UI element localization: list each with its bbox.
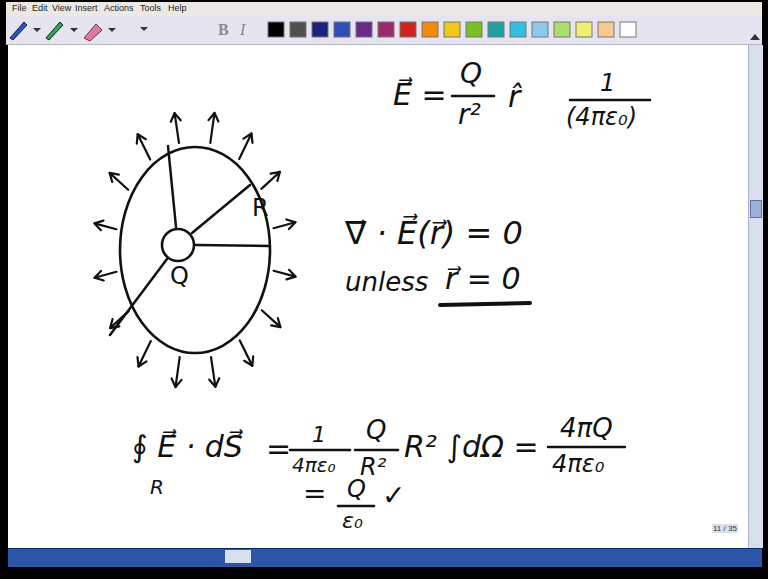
radius-line: [168, 146, 176, 227]
fraction-bar: [290, 449, 350, 452]
field-arrow: [240, 341, 253, 366]
field-arrowhead: [244, 134, 253, 143]
field-arrow: [110, 311, 129, 328]
field-arrowhead: [137, 134, 146, 143]
circle-outline: [118, 145, 272, 355]
menu-item: Actions: [104, 3, 134, 13]
field-arrowhead: [110, 319, 119, 328]
field-arrowhead: [209, 378, 219, 387]
equals-sign: =: [303, 478, 326, 510]
scroll-arrow: [750, 34, 760, 40]
check-mark: ✓: [382, 480, 405, 512]
equation-part: E⃗ =: [393, 78, 447, 113]
fraction-bar: [548, 446, 625, 449]
menu-item: Edit: [32, 3, 48, 13]
denominator: r²: [458, 99, 481, 131]
field-arrowhead: [271, 172, 280, 181]
field-arrowhead: [95, 271, 104, 281]
integral-subscript: R: [150, 476, 164, 499]
point-charge: Q: [160, 227, 196, 263]
surface-integral: ∮ E⃗ · dS⃗: [132, 430, 243, 465]
field-arrow: [139, 341, 151, 366]
condition-text: r⃗ = 0: [445, 262, 521, 297]
page-marker: [225, 550, 251, 563]
field-arrow: [262, 310, 281, 327]
page-strip: [8, 548, 762, 567]
radius-line: [110, 259, 167, 335]
field-arrowhead: [171, 113, 181, 122]
field-arrowhead: [110, 173, 119, 182]
field-arrowhead: [95, 221, 104, 231]
fraction-bar: [452, 95, 494, 98]
equals-sign: =: [266, 432, 291, 467]
fraction-bar: [338, 505, 374, 508]
menu-item: Insert: [75, 3, 98, 13]
equation-part: r̂: [508, 80, 520, 115]
divergence-equation: ∇⃗ · E⃗(r⃗) = 0: [345, 215, 523, 252]
field-arrowhead: [286, 220, 295, 230]
scroll-thumb: [750, 200, 762, 218]
field-arrowhead: [172, 379, 182, 388]
toolbar-button: I: [240, 21, 245, 39]
field-arrowhead: [271, 318, 280, 327]
page-number: 11 / 35: [712, 524, 738, 533]
radius-label: R: [252, 195, 269, 223]
denominator: ε₀: [342, 508, 363, 533]
scrollbar: [748, 45, 763, 548]
color-swatches: [268, 22, 636, 37]
sphere-surface: RQ: [118, 145, 272, 355]
denominator: (4πε₀): [566, 104, 637, 132]
fraction-bar: [355, 449, 398, 452]
numerator: Q: [366, 416, 386, 446]
equation-part: R² ∫dΩ =: [404, 430, 539, 465]
menu-item: File: [12, 3, 27, 13]
field-arrow: [261, 172, 280, 189]
menu-item: Help: [168, 3, 187, 13]
radius-line: [192, 185, 250, 233]
field-arrow: [138, 134, 151, 159]
fraction-bar: [570, 99, 650, 102]
field-arrowhead: [244, 356, 253, 365]
field-arrow: [110, 173, 129, 190]
charge-label: Q: [170, 263, 189, 291]
denominator: 4πε₀: [292, 454, 336, 477]
menu-item: View: [52, 3, 71, 13]
circle-outline: [160, 227, 196, 263]
numerator: 4πQ: [560, 414, 613, 444]
numerator: 1: [312, 422, 326, 447]
numerator: 1: [600, 70, 615, 98]
field-arrow: [239, 134, 251, 159]
numerator: Q: [347, 476, 366, 504]
field-arrowhead: [209, 113, 219, 122]
denominator: 4πε₀: [552, 451, 604, 479]
pen-icons: [10, 22, 148, 41]
radius-line: [196, 245, 270, 246]
condition-text: unless: [345, 268, 428, 298]
field-arrowhead: [287, 270, 296, 280]
numerator: Q: [460, 58, 482, 90]
field-arrowhead: [138, 357, 147, 366]
menu-item: Tools: [140, 3, 161, 13]
underline: [440, 303, 530, 305]
toolbar-button: B: [218, 21, 229, 39]
